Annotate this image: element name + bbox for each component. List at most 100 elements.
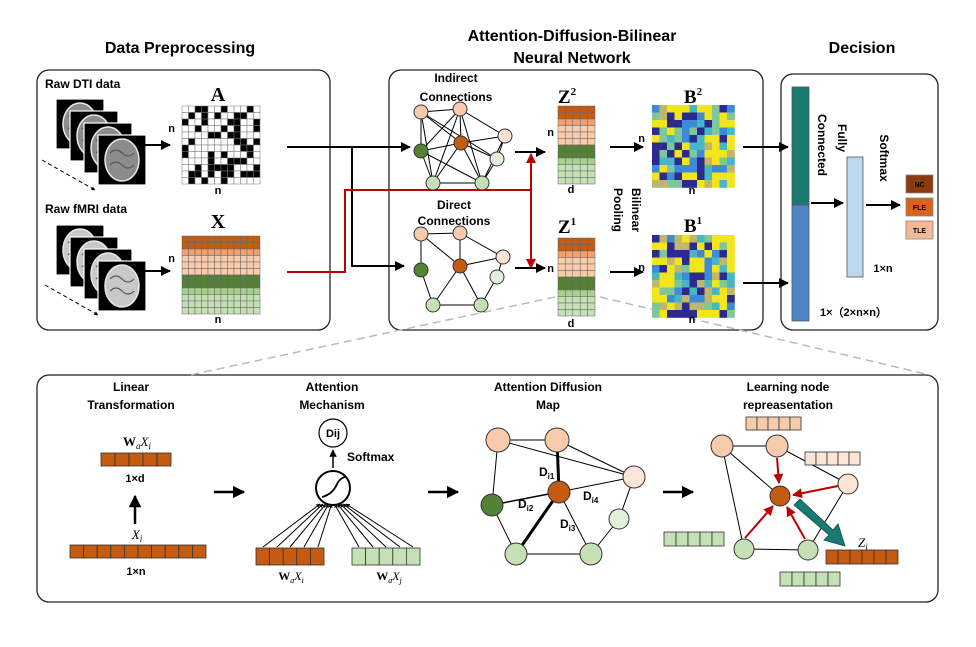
z-matrix-cell xyxy=(579,296,588,304)
matrix-a-cell xyxy=(220,170,228,178)
matrix-a-cell xyxy=(201,125,209,133)
heatmap-cell xyxy=(704,272,713,281)
matrix-a-cell xyxy=(240,144,248,152)
heatmap-cell xyxy=(667,272,675,281)
matrix-x-cell xyxy=(233,307,241,315)
b1-dim-n-left: n xyxy=(638,262,645,274)
matrix-a-cell xyxy=(233,164,241,172)
matrix-x-cell xyxy=(253,294,261,302)
matrix-a-cell xyxy=(220,151,228,159)
heatmap-cell xyxy=(704,280,713,288)
heatmap-cell xyxy=(659,172,668,181)
matrix-x-cell xyxy=(240,255,248,263)
z-matrix-cell xyxy=(572,289,581,297)
graph-edge xyxy=(420,233,461,267)
wxi-vector xyxy=(255,547,325,566)
heatmap-cell xyxy=(652,165,660,173)
matrix-a-cell xyxy=(214,170,222,178)
matrix-a-cell xyxy=(246,118,254,126)
fmri-stack-dash xyxy=(44,284,99,316)
matrix-x-cell xyxy=(240,281,248,289)
matrix-x-cell xyxy=(253,255,261,263)
heatmap-cell xyxy=(674,280,683,288)
heatmap-cell xyxy=(704,165,713,173)
z-matrix-cell xyxy=(557,250,566,258)
vector-cell xyxy=(861,549,875,565)
matrix-x-cell xyxy=(181,242,189,250)
heatmap-cell xyxy=(727,180,735,188)
heatmap-cell xyxy=(712,150,720,158)
matrix-x-cell xyxy=(233,235,241,243)
z-matrix-cell xyxy=(565,112,574,120)
matrix-x-cell xyxy=(220,294,228,302)
matrix-a-cell xyxy=(207,131,215,139)
heatmap-cell xyxy=(727,272,735,281)
heatmap-cell xyxy=(652,157,660,166)
diffusion-title-line1: Attention Diffusion xyxy=(494,380,602,394)
matrix-a-cell xyxy=(233,118,241,126)
z-matrix-cell xyxy=(572,283,581,291)
graph-node xyxy=(413,226,429,242)
heatmap-cell xyxy=(682,242,690,251)
matrix-x-cell xyxy=(227,255,235,263)
z-matrix-cell xyxy=(557,177,566,185)
heatmap-cell xyxy=(659,165,668,173)
heatmap-cell xyxy=(704,120,713,128)
matrix-a-cell xyxy=(207,170,215,178)
b2-dim-n-left: n xyxy=(638,133,645,145)
matrix-x-cell xyxy=(207,242,215,250)
matrix-x-cell xyxy=(188,242,196,250)
heatmap-cell xyxy=(727,295,735,303)
softmax-label: Softmax xyxy=(877,134,891,182)
heatmap-cell xyxy=(689,235,698,243)
matrix-a-grid xyxy=(181,105,261,185)
z-matrix-cell xyxy=(579,289,588,297)
vector-cell xyxy=(826,451,839,466)
attention-input-line xyxy=(339,503,387,548)
matrix-a-cell xyxy=(220,131,228,139)
matrix-a-cell xyxy=(240,125,248,133)
matrix-a-cell xyxy=(201,131,209,139)
fc-output-vector xyxy=(846,156,864,278)
brain-folds xyxy=(109,149,135,169)
z-matrix-cell xyxy=(579,105,588,113)
z-matrix-cell xyxy=(572,250,581,258)
matrix-a-cell xyxy=(188,125,196,133)
z-matrix-cell xyxy=(557,157,566,165)
heatmap-cell xyxy=(667,135,675,143)
learning-title-line2: repreasentation xyxy=(743,398,833,412)
attention-title-line1: Attention xyxy=(306,380,359,394)
heatmap-cell xyxy=(674,165,683,173)
z2-matrix xyxy=(557,105,596,185)
matrix-x-cell xyxy=(253,307,261,315)
heatmap-cell xyxy=(697,250,705,258)
matrix-a-cell xyxy=(253,118,261,126)
matrix-x-cell xyxy=(188,281,196,289)
matrix-a-cell xyxy=(246,151,254,159)
matrix-a-cell xyxy=(207,138,215,146)
heatmap-cell xyxy=(667,280,675,288)
matrix-a-cell xyxy=(246,105,254,113)
heatmap-cell xyxy=(689,105,698,113)
matrix-x-cell xyxy=(201,235,209,243)
heatmap-cell xyxy=(719,295,728,303)
matrix-a-cell xyxy=(181,164,189,172)
matrix-a-cell xyxy=(181,177,189,185)
heatmap-cell xyxy=(704,257,713,266)
zoom-guide-left xyxy=(189,296,556,376)
z-matrix-cell xyxy=(572,118,581,126)
linear-title-line2: Transformation xyxy=(87,398,174,412)
heatmap-cell xyxy=(727,127,735,136)
heatmap-cell xyxy=(704,157,713,166)
z2-label: Z2 xyxy=(558,86,577,108)
vector-cell xyxy=(83,544,98,559)
heatmap-cell xyxy=(712,310,720,318)
z-matrix-cell xyxy=(587,309,596,317)
matrix-x-cell xyxy=(220,274,228,282)
matrix-x-cell xyxy=(188,300,196,308)
matrix-x-cell xyxy=(246,281,254,289)
heatmap-cell xyxy=(674,157,683,166)
z-matrix-cell xyxy=(579,131,588,139)
z-matrix-cell xyxy=(572,237,581,245)
z-matrix-cell xyxy=(565,151,574,159)
